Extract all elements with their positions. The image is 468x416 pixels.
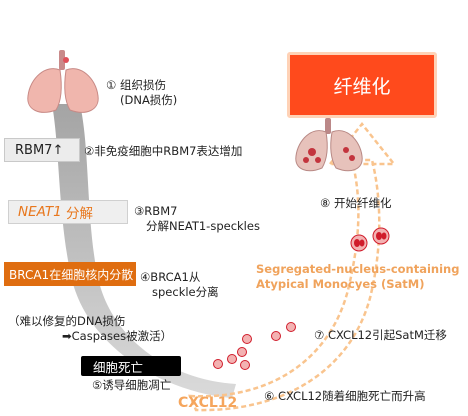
cell-death-box: 细胞死亡 [81, 356, 181, 376]
gray-flow-band [52, 104, 236, 398]
step-4-line1: ④BRCA1从 [140, 270, 201, 284]
step-1-subtext: (DNA损伤) [120, 93, 178, 107]
rbm7-box-label: RBM7↑ [15, 142, 64, 158]
step-3-label: ③RBM7 分解NEAT1-speckles [134, 204, 260, 234]
step-3-line2: 分解NEAT1-speckles [146, 219, 260, 233]
step-4-label: ④BRCA1从 speckle分离 [140, 270, 219, 300]
cxcl12-label: CXCL12 [178, 395, 238, 411]
step-1-text: 组织损伤 [119, 78, 166, 92]
step-5-label: ⑤诱导细胞凋亡 [92, 378, 172, 392]
step-6-label: ⑥ CXCL12随着细胞死亡而升高 [264, 389, 426, 403]
rbm7-box: RBM7↑ [4, 138, 80, 162]
lungs-fibrotic-icon [295, 118, 363, 172]
dna-damage-note-line2: ➡Caspases被激活） [62, 329, 173, 343]
dna-damage-note-line1: （难以修复的DNA损伤 [8, 314, 126, 328]
brca1-box-label: BRCA1在细胞核内分散 [9, 267, 134, 282]
satm-cells-large [350, 227, 390, 252]
satm-label-line1: Segregated-nucleus-containing [256, 262, 460, 276]
step-7-label: ⑦ CXCL12引起SatM迁移 [314, 328, 447, 342]
cell-death-box-label: 细胞死亡 [93, 359, 144, 375]
orange-flow-arrow [188, 158, 381, 412]
brca1-box: BRCA1在细胞核内分散 [4, 262, 136, 286]
satm-cells-small [213, 322, 296, 370]
step-1-number: ① [106, 78, 117, 92]
step-4-line2: speckle分离 [152, 285, 219, 299]
neat1-box: NEAT1 分解 [8, 200, 128, 224]
neat1-rest-label: 分解 [61, 206, 94, 222]
dna-damage-note: （难以修复的DNA损伤 ➡Caspases被激活） [8, 314, 172, 344]
step-3-line1: ③RBM7 [134, 204, 178, 218]
fibrosis-box: 纤维化 [287, 52, 437, 118]
lungs-healthy-icon [27, 50, 99, 113]
step-2-label: ②非免疫细胞中RBM7表达增加 [84, 144, 243, 158]
step-8-label: ⑧ 开始纤维化 [320, 196, 392, 210]
satm-label: Segregated-nucleus-containing Atypical M… [256, 262, 459, 292]
neat1-italic-label: NEAT1 [18, 204, 62, 220]
step-1-label: ① 组织损伤 (DNA损伤) [106, 78, 177, 108]
satm-label-line2: Atypical Monocyes (SatM) [256, 277, 425, 291]
fibrosis-box-label: 纤维化 [333, 75, 391, 98]
